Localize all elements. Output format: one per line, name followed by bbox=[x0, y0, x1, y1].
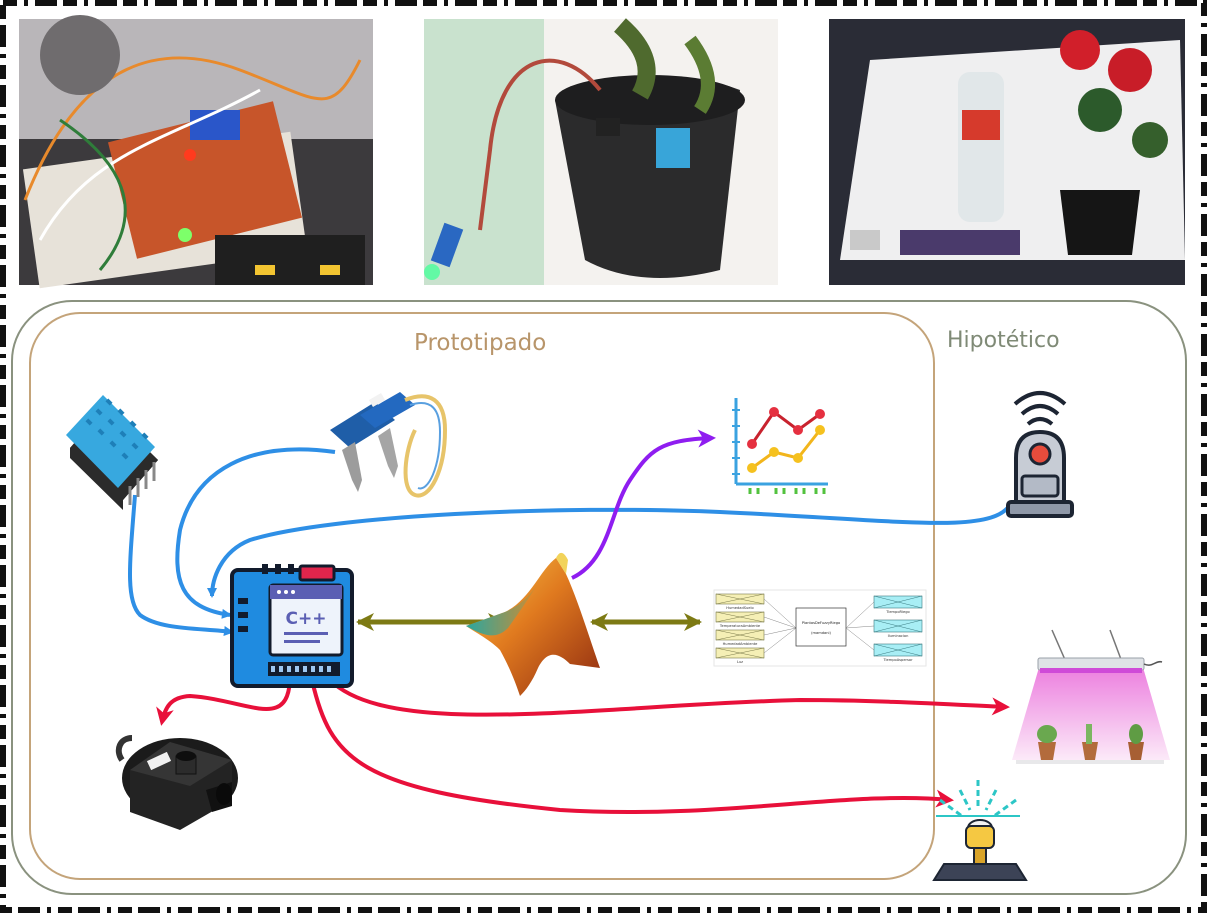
fuzzy-link bbox=[845, 601, 875, 629]
link-board-sprinkler bbox=[310, 679, 954, 815]
fuzzy-center-title: PlantasDeFuzzyRiego bbox=[802, 621, 840, 625]
fuzzy-input-box: TemperaturaAmbiente bbox=[715, 611, 765, 628]
fuzzy-center-box: PlantasDeFuzzyRiego (mamdani) bbox=[795, 607, 847, 647]
microcontroller-board-icon: C++ bbox=[230, 564, 354, 688]
fuzzy-input-label: TemperaturaAmbiente bbox=[719, 624, 761, 628]
fuzzy-system-diagram-icon: HumedadSueloTemperaturaAmbienteHumedadAm… bbox=[713, 589, 927, 667]
fuzzy-output-label: TiempoRiego bbox=[885, 610, 909, 614]
soil-moisture-sensor-icon bbox=[330, 392, 448, 498]
photo-plant-sensor bbox=[424, 18, 778, 285]
sprinkler-icon bbox=[932, 780, 1028, 881]
fuzzy-link bbox=[763, 627, 797, 654]
fuzzy-input-box: HumedadAmbiente bbox=[715, 629, 765, 646]
line-chart-icon bbox=[732, 398, 828, 494]
led-grow-light-icon bbox=[1012, 629, 1170, 764]
wire-remote-to-board bbox=[207, 503, 1012, 598]
hypothetical-frame bbox=[11, 300, 1187, 895]
fuzzy-link bbox=[845, 627, 875, 651]
fuzzy-center-sub: (mamdani) bbox=[811, 631, 831, 635]
dht11-sensor-icon bbox=[66, 395, 158, 510]
link-board-pump bbox=[156, 669, 293, 726]
fuzzy-input-label: Luz bbox=[737, 660, 743, 664]
fuzzy-input-label: HumedadSuelo bbox=[726, 606, 753, 610]
hypothetical-label: Hipotético bbox=[947, 328, 1060, 353]
wireless-device-icon bbox=[1006, 391, 1074, 518]
fuzzy-output-label: Iluminacion bbox=[888, 634, 909, 638]
matlab-membrane-icon bbox=[466, 552, 600, 696]
fuzzy-link bbox=[845, 625, 875, 629]
cpp-label: C++ bbox=[286, 609, 327, 629]
water-pump-icon bbox=[115, 735, 238, 830]
wire-dht-to-board bbox=[128, 494, 234, 636]
photo-electronics bbox=[19, 15, 373, 289]
prototyped-label: Prototipado bbox=[414, 330, 546, 356]
fuzzy-input-label: HumedadAmbiente bbox=[723, 642, 759, 646]
link-board-light bbox=[328, 678, 1010, 717]
fuzzy-output-box: TiempoAspersor bbox=[873, 643, 923, 662]
fuzzy-output-label: TiempoAspersor bbox=[882, 658, 913, 662]
wire-soil-to-board bbox=[175, 447, 336, 619]
fuzzy-link bbox=[763, 627, 797, 636]
fuzzy-link bbox=[763, 616, 797, 629]
prototyped-frame bbox=[29, 312, 935, 880]
fuzzy-output-box: Iluminacion bbox=[873, 619, 923, 638]
photo-poinsettia-setup bbox=[829, 19, 1185, 285]
fuzzy-link bbox=[763, 598, 797, 629]
link-matlab-chart bbox=[571, 429, 716, 580]
fuzzy-output-box: TiempoRiego bbox=[873, 595, 923, 614]
